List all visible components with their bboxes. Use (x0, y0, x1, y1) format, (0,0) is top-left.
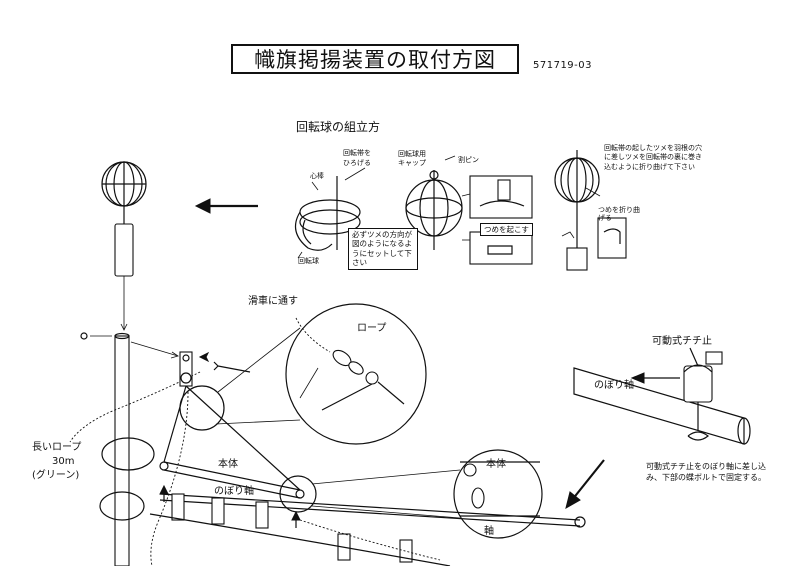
detail-axis-label: 軸 (484, 526, 494, 537)
band-spread-label-2: ひろげる (343, 159, 371, 167)
through-pulley-label: 滑車に通す (248, 296, 298, 307)
stopper-instruction: 可動式チチ止をのぼり軸に差し込み、下部の蝶ボルトで固定する。 (646, 462, 766, 482)
long-rope-label-2: 30m (52, 456, 75, 467)
banner-clips (149, 493, 451, 566)
rope-label: ロープ (357, 323, 387, 334)
ball-label: 回転球 (298, 257, 319, 265)
assembly-step-1 (294, 167, 366, 259)
pulley-detail (295, 317, 405, 411)
split-pin-label: 割ピン (458, 156, 479, 164)
axis-detail (460, 461, 540, 517)
document-number: 571719-03 (533, 60, 593, 71)
fold-claw-label: つめを折り曲げる (598, 206, 640, 223)
detail-body-label: 本体 (486, 459, 506, 470)
claw-direction-note: 必ずツメの方向が図のようになるようにセットして下さい (348, 228, 418, 270)
main-pole (80, 332, 179, 566)
long-rope-label-1: 長いロープ (32, 442, 82, 453)
cap-label-2: キャップ (398, 159, 426, 167)
page-title: 幟旗掲揚装置の取付方図 (231, 44, 519, 74)
pole-rings (99, 437, 155, 521)
band-spread-label-1: 回転帯を (343, 149, 371, 157)
long-rope-label-3: (グリーン) (32, 470, 80, 481)
mounting-bracket (179, 351, 251, 387)
left-arrow-icon (194, 198, 258, 214)
assembled-ball-figure (101, 161, 147, 331)
down-left-arrow-icon (565, 459, 605, 510)
stopper-axis-label: のぼり軸 (594, 380, 634, 391)
cap-label-1: 回転球用 (398, 150, 426, 158)
stopper-detail (573, 347, 751, 445)
stopper-title: 可動式チチ止 (652, 336, 712, 347)
assembly-step-2 (405, 155, 533, 265)
assembly-heading: 回転球の組立方 (296, 120, 381, 134)
right-assembly-note: 回転帯の起したツメを羽根の穴に差しツメを回転帯の裏に巻き込むように折り曲げて下さ… (604, 144, 702, 171)
banner-axis-label: のぼり軸 (214, 486, 254, 497)
detail-circles (179, 303, 543, 539)
bend-claw-label: つめを起こす (480, 223, 533, 237)
long-rope (69, 371, 201, 566)
assembly-step-3 (554, 150, 627, 271)
body-label: 本体 (218, 459, 238, 470)
core-rod-label: 心棒 (310, 172, 324, 180)
